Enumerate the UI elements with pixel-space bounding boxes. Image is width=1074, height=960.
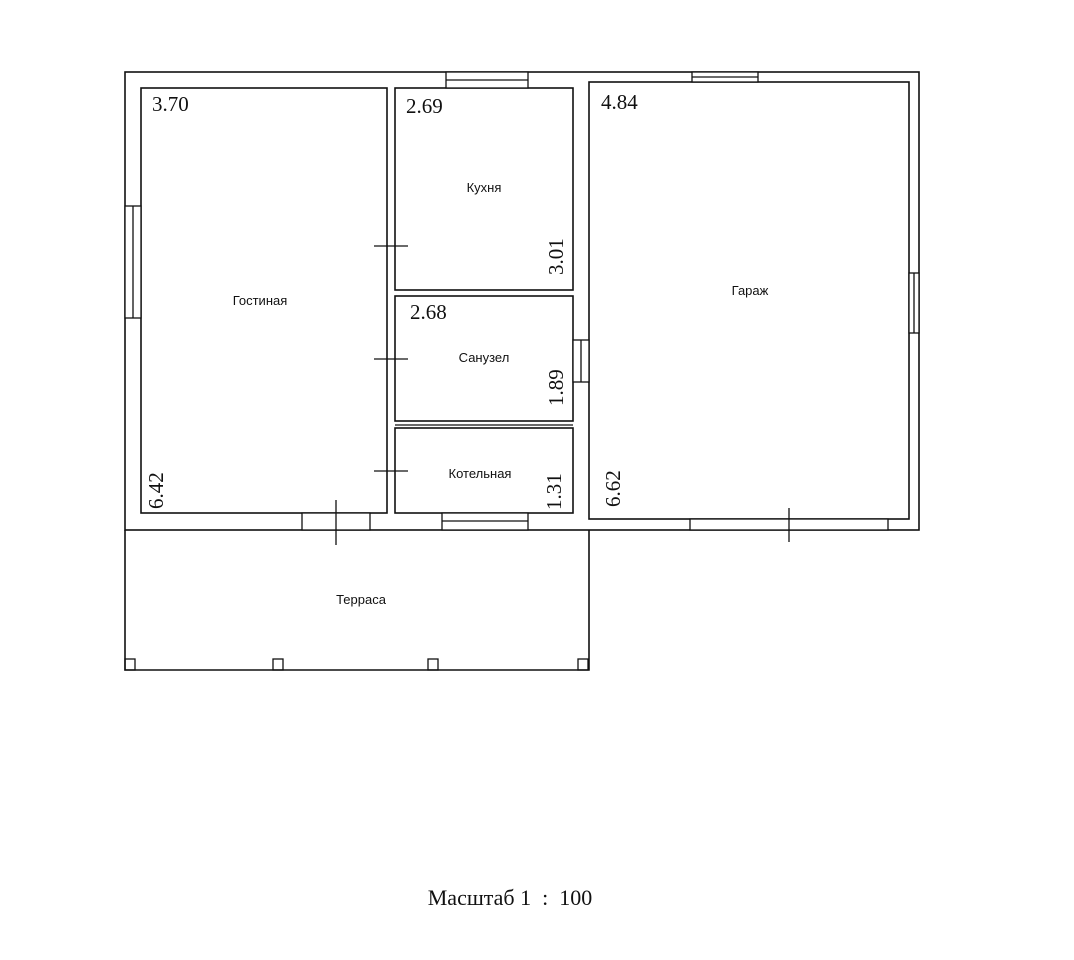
dim-living-width: 3.70 <box>152 92 189 116</box>
scale-label: Масштаб 1 : 100 <box>428 885 592 910</box>
dim-living-length: 6.42 <box>144 472 168 509</box>
dim-kitchen-length: 3.01 <box>544 238 568 275</box>
room-name-bathroom: Санузел <box>459 350 510 365</box>
room-name-kitchen: Кухня <box>467 180 502 195</box>
dim-boiler-length: 1.31 <box>542 473 566 510</box>
dim-kitchen-width: 2.69 <box>406 94 443 118</box>
room-name-terrace: Терраса <box>336 592 387 607</box>
room-name-garage: Гараж <box>732 283 769 298</box>
room-name-living: Гостиная <box>233 293 288 308</box>
terrace-outline <box>124 530 590 671</box>
dim-garage-length: 6.62 <box>601 470 625 507</box>
dim-bathroom-length: 1.89 <box>544 369 568 406</box>
room-name-boiler: Котельная <box>449 466 512 481</box>
doors <box>301 245 889 545</box>
dim-garage-width: 4.84 <box>601 90 638 114</box>
windows <box>124 71 920 531</box>
dim-bathroom-width: 2.68 <box>410 300 447 324</box>
